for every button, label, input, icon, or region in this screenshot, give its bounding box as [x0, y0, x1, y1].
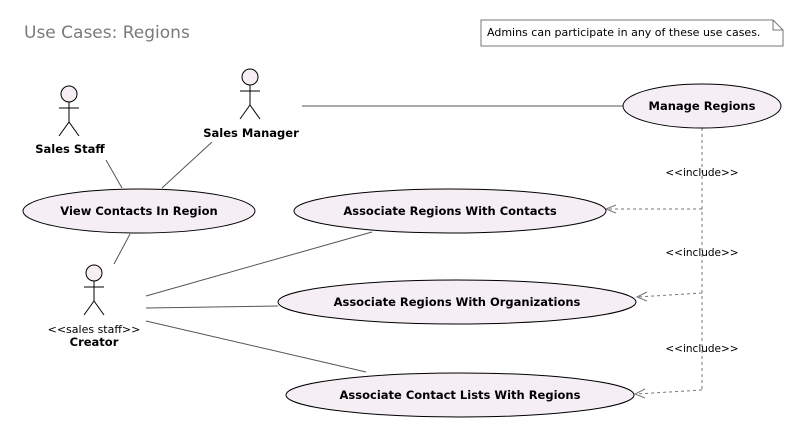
- note-fold: [772, 20, 783, 31]
- stick-figure-icon: [239, 68, 261, 120]
- use-case-label: Associate Contact Lists With Regions: [340, 388, 581, 402]
- assoc-creator-view-contacts: [113, 233, 131, 265]
- use-case-associate-contact-lists-with-regions: Associate Contact Lists With Regions: [285, 372, 635, 418]
- assoc-manager-view-contacts: [161, 141, 213, 189]
- use-case-label: Associate Regions With Contacts: [343, 204, 556, 218]
- actor-label: Sales Manager: [203, 126, 299, 140]
- use-case-label: View Contacts In Region: [60, 204, 217, 218]
- assoc-creator-assoc-lists: [145, 320, 367, 373]
- assoc-staff-view-contacts: [105, 159, 123, 189]
- use-case-manage-regions: Manage Regions: [622, 83, 782, 129]
- actor-stereotype: <<sales staff>>: [48, 323, 141, 336]
- use-case-label: Associate Regions With Organizations: [334, 295, 581, 309]
- actor-label: Creator: [70, 335, 119, 349]
- stick-figure-icon: [58, 85, 80, 137]
- include-line-lists: [635, 389, 703, 395]
- include-label-3: <<include>>: [665, 343, 738, 355]
- diagram-title: Use Cases: Regions: [24, 23, 190, 43]
- include-label-1: <<include>>: [665, 167, 738, 179]
- include-relations: <<include>> <<include>> <<include>>: [604, 128, 739, 399]
- note-text: Admins can participate in any of these u…: [487, 26, 760, 39]
- use-case-associate-regions-with-contacts: Associate Regions With Contacts: [293, 188, 607, 234]
- include-arrowhead-orgs: [635, 291, 648, 302]
- include-line-orgs: [637, 292, 703, 298]
- note: Admins can participate in any of these u…: [480, 19, 784, 47]
- actor-sales-manager: Sales Manager: [203, 68, 299, 140]
- include-arrowhead-lists: [633, 388, 646, 399]
- use-case-label: Manage Regions: [649, 99, 756, 113]
- use-case-view-contacts-in-region: View Contacts In Region: [22, 188, 256, 234]
- note-box: [480, 19, 784, 47]
- assoc-creator-assoc-orgs: [145, 305, 279, 309]
- actor-creator: <<sales staff>> Creator: [48, 264, 141, 349]
- use-case-associate-regions-with-organizations: Associate Regions With Organizations: [277, 279, 637, 325]
- stick-figure-icon: [83, 264, 105, 316]
- actor-label: Sales Staff: [35, 142, 105, 156]
- include-arrowhead-contacts: [604, 204, 617, 214]
- actor-sales-staff: Sales Staff: [35, 85, 105, 156]
- include-label-2: <<include>>: [665, 247, 738, 259]
- assoc-creator-assoc-contacts: [145, 231, 373, 297]
